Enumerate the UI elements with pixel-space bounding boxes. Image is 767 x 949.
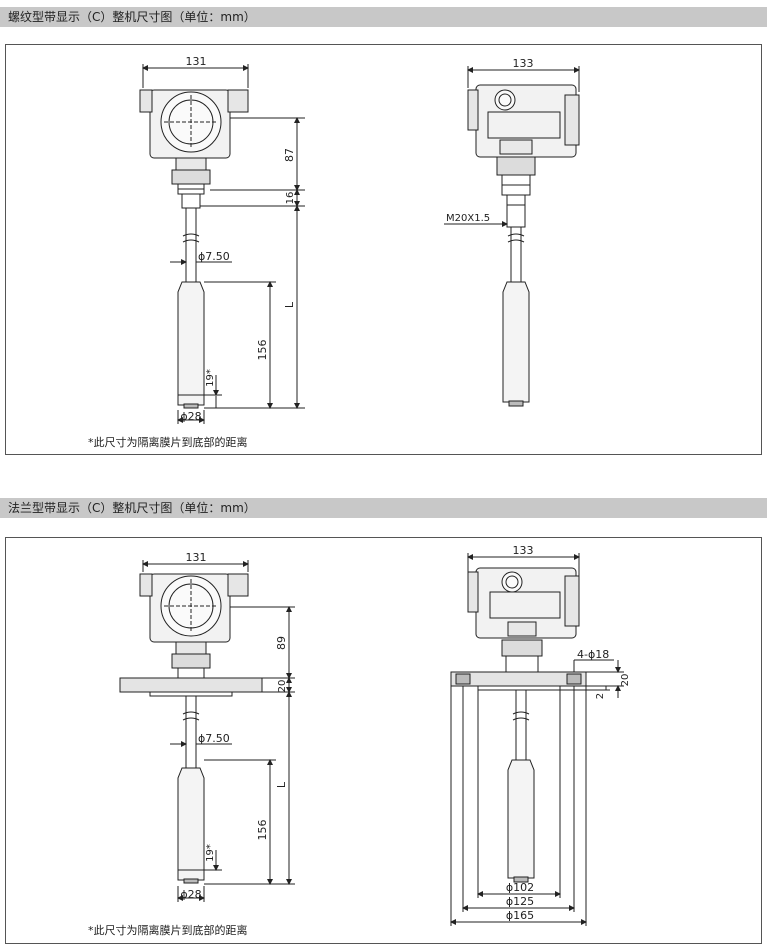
drawing-panel-flange: [5, 537, 762, 944]
dim-probe-dia: ϕ28: [180, 410, 201, 423]
dim-total-L: L: [283, 301, 296, 308]
thread-front-view: [139, 64, 305, 424]
dim-width-front: 131: [186, 55, 207, 68]
dim-flange-thickness: 20: [277, 680, 288, 693]
dim-probe-length: 156: [256, 340, 269, 361]
note-thread: *此尺寸为隔离膜片到底部的距离: [88, 435, 248, 449]
dim-diaphragm-flange: 19*: [205, 844, 216, 862]
dim-probe-dia-flange: ϕ28: [180, 888, 201, 901]
dim-dia-102: ϕ102: [506, 881, 534, 894]
drawing-panel-thread: [5, 44, 762, 455]
dim-cable-dia: ϕ7.50: [198, 250, 230, 263]
flange-side-view: [450, 553, 624, 926]
dim-raised-face: 2: [595, 693, 606, 699]
section-header-flange: 法兰型带显示（C）整机尺寸图（单位：mm）: [0, 498, 767, 518]
dim-head-height: 87: [283, 148, 296, 162]
dim-width-front-flange: 131: [186, 551, 207, 564]
dim-bolt-holes: 4-ϕ18: [577, 648, 609, 661]
dim-probe-length-flange: 156: [256, 820, 269, 841]
flange-front-view: [119, 560, 295, 902]
dim-width-side-flange: 133: [513, 544, 534, 557]
dim-dia-165: ϕ165: [506, 909, 534, 922]
dim-cable-dia-flange: ϕ7.50: [198, 732, 230, 745]
dim-dia-125: ϕ125: [506, 895, 534, 908]
dim-width-side: 133: [513, 57, 534, 70]
dim-thread-spec: M20X1.5: [446, 213, 490, 224]
dim-flange-thickness-side: 20: [620, 674, 631, 687]
dim-thread-height: 16: [285, 192, 296, 205]
note-flange: *此尺寸为隔离膜片到底部的距离: [88, 923, 248, 937]
dim-diaphragm: 19*: [205, 369, 216, 387]
thread-side-view: [444, 66, 580, 407]
dim-head-height-flange: 89: [275, 636, 288, 650]
dim-total-L-flange: L: [275, 781, 288, 788]
section-header-thread: 螺纹型带显示（C）整机尺寸图（单位：mm）: [0, 7, 767, 27]
